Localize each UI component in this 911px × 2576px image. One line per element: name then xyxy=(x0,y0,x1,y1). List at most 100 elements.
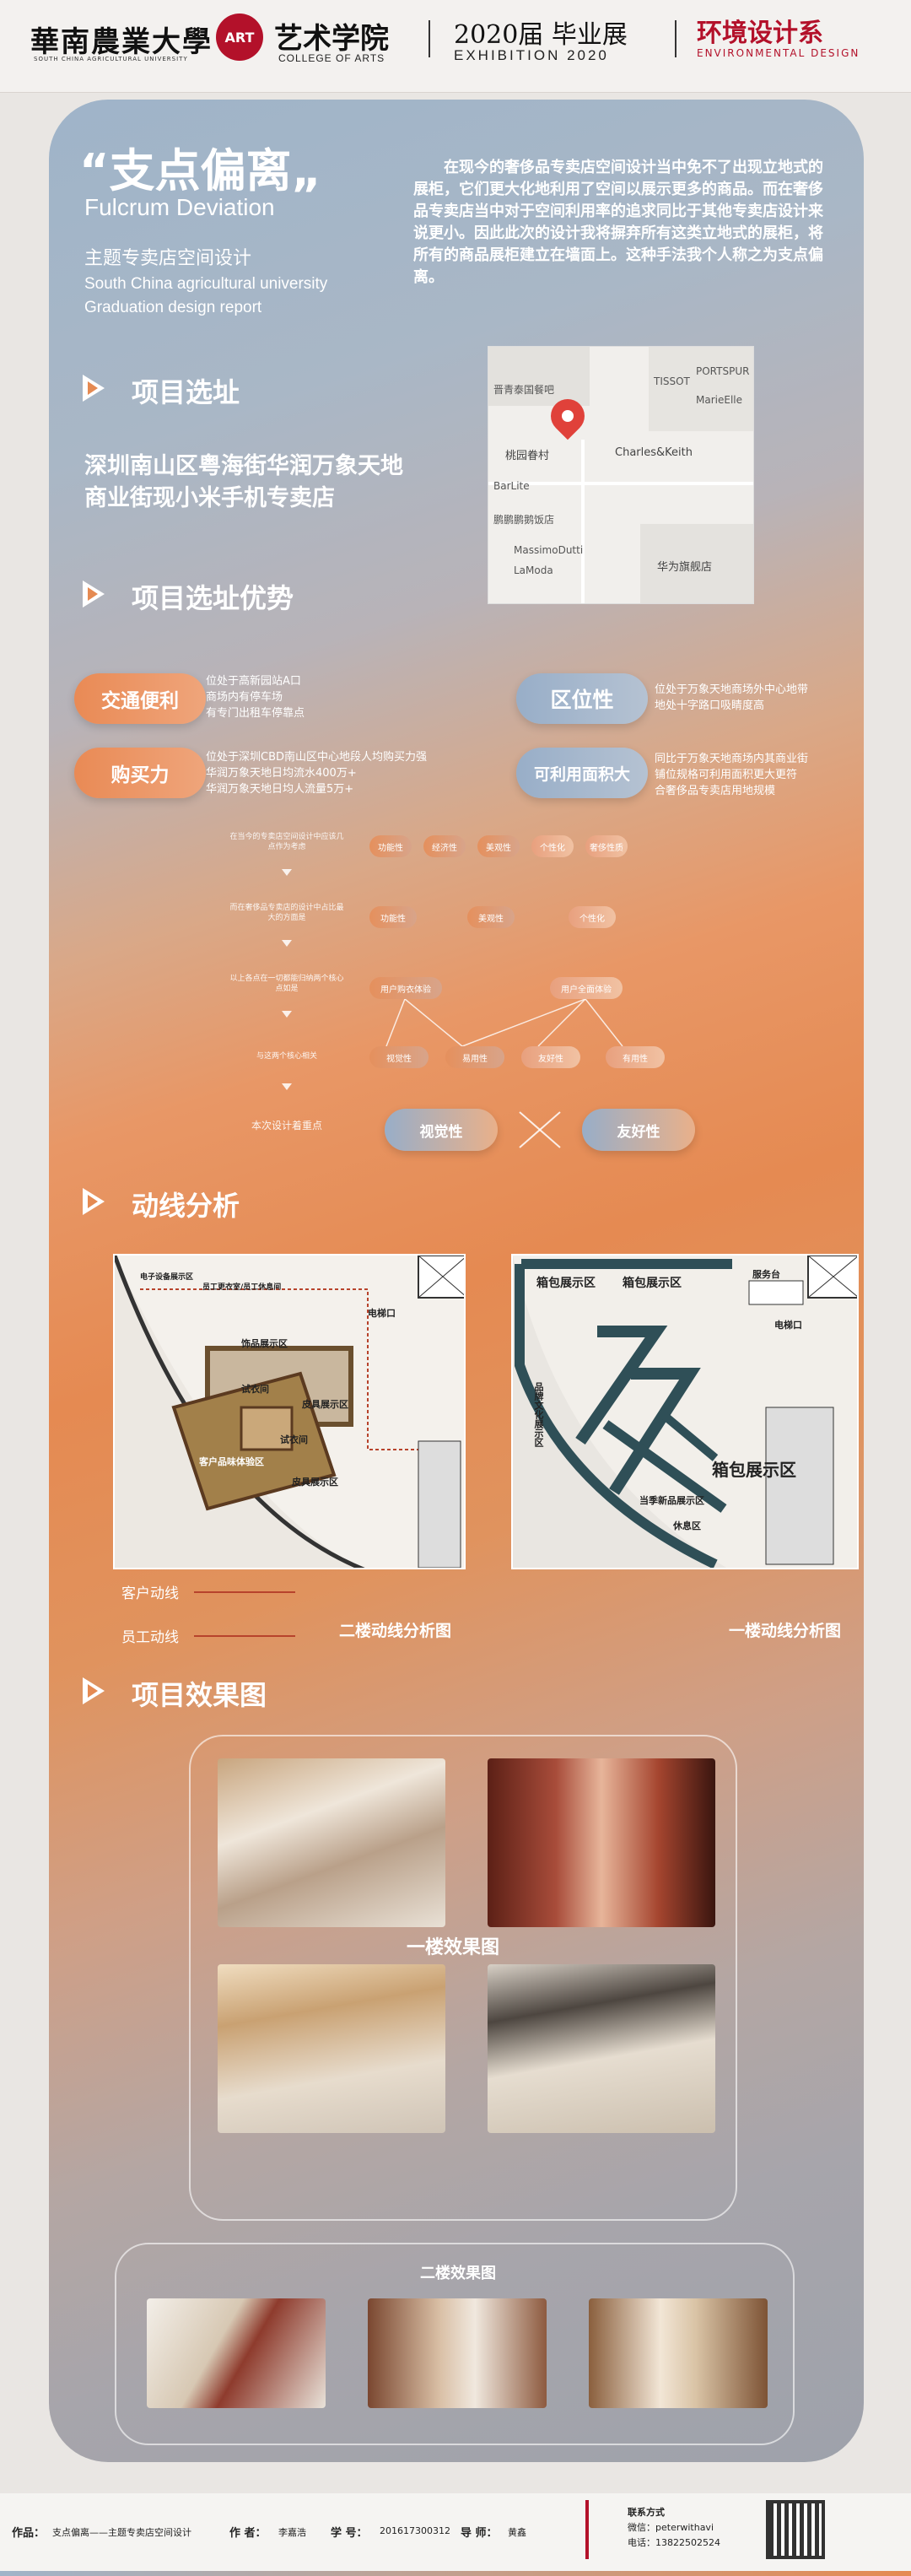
plan-label: 服务台 xyxy=(752,1269,780,1280)
flow-note-1: 在当今的专卖店空间设计中应该几点作为考虑 xyxy=(229,833,344,851)
flow-arrow-icon xyxy=(282,1011,292,1018)
divider-1 xyxy=(429,20,430,57)
plan-label: 客户品味体验区 xyxy=(199,1456,264,1467)
location-desc-2: 地处十字路口吸睛度高 xyxy=(655,699,765,712)
map-label: LaModa xyxy=(514,564,553,576)
header: 華南農業大學 SOUTH CHINA AGRICULTURAL UNIVERSI… xyxy=(0,0,911,93)
traffic-label: 交通便利 xyxy=(101,690,179,712)
advisor-value: 黄鑫 xyxy=(508,2527,526,2538)
render-photo xyxy=(488,1964,715,2133)
plan-label: 电梯口 xyxy=(774,1320,802,1331)
flow-node: 易用性 xyxy=(445,1046,504,1068)
plan-label: 饰品展示区 xyxy=(241,1338,288,1349)
map-label: PORTSPUR xyxy=(696,365,750,377)
plan-label: 皮具展示区 xyxy=(292,1477,338,1488)
traffic-desc-3: 有专门出租车停靠点 xyxy=(206,707,305,720)
art-logo-text: ART xyxy=(224,29,255,46)
department-name: 环境设计系 xyxy=(697,19,823,48)
flow-node: 功能性 xyxy=(369,835,412,857)
floor2-renders-frame xyxy=(115,2243,795,2445)
buying-desc-1: 位处于深圳CBD南山区中心地段人均购买力强 xyxy=(206,751,428,764)
floor1-plan: 箱包展示区 箱包展示区 服务台 电梯口 品牌文化展示区 箱包展示区 当季新品展示… xyxy=(511,1254,859,1569)
flow-note-final: 本次设计着重点 xyxy=(251,1120,322,1131)
footer-stripe xyxy=(0,2571,911,2576)
render-photo xyxy=(147,2298,326,2408)
floor2-plan: 电子设备展示区 员工更衣室/员工休息间 电梯口 饰品展示区 皮具展示区 试衣间 … xyxy=(113,1254,466,1569)
area-desc-1: 同比于万象天地商场内其商业街 xyxy=(655,753,809,765)
contact-phone: 电话：13822502524 xyxy=(628,2537,720,2548)
floor2-caption: 二楼动线分析图 xyxy=(339,1622,452,1640)
flow-note-4: 与这两个核心相关 xyxy=(256,1052,317,1061)
flow-node: 个性化 xyxy=(569,906,616,928)
college-name-en: COLLEGE OF ARTS xyxy=(278,52,385,64)
intro-paragraph: 在现今的奢侈品专卖店空间设计当中免不了出现立地式的展柜，它们更大化地利用了空间以… xyxy=(413,159,823,286)
exhibition-title: 2020届 毕业展 xyxy=(454,20,628,50)
traffic-desc-2: 商场内有停车场 xyxy=(206,691,283,704)
plan-label: 箱包展示区 xyxy=(536,1277,596,1290)
flow-node: 个性化 xyxy=(531,835,574,857)
flow-node: 奢侈性质 xyxy=(585,835,628,857)
area-desc-2: 铺位规格可利用面积更大更符 xyxy=(655,769,798,781)
flow-node: 友好性 xyxy=(521,1046,580,1068)
hero-subtitle-en-2: Graduation design report xyxy=(84,299,262,316)
plan-label: 品牌文化展示区 xyxy=(533,1382,544,1447)
map-label: BarLite xyxy=(493,480,530,492)
map-label: Charles&Keith xyxy=(615,446,693,459)
flow-arrow-icon xyxy=(282,869,292,876)
traffic-desc-1: 位处于高新园站A口 xyxy=(206,675,301,688)
plan-label: 员工更衣室/员工休息间 xyxy=(202,1283,282,1292)
plan-label: 休息区 xyxy=(673,1520,701,1531)
flow-connector xyxy=(385,999,623,1047)
plan-label: 当季新品展示区 xyxy=(639,1495,704,1506)
advantages-heading: 项目选址优势 xyxy=(132,582,294,614)
site-heading: 项目选址 xyxy=(132,376,240,408)
advisor-label: 导 师： xyxy=(461,2527,498,2540)
focus-pill-friendly: 友好性 xyxy=(582,1109,695,1151)
flow-node: 经济性 xyxy=(423,835,466,857)
author-label: 作 者： xyxy=(229,2527,267,2540)
area-pill: 可利用面积大 xyxy=(516,748,648,798)
legend-customer-line xyxy=(194,1591,295,1593)
qr-code-icon xyxy=(766,2500,825,2559)
map-label: 鹏鹏鹏鹅饭店 xyxy=(493,514,555,526)
site-address-1: 深圳南山区粤海街华润万象天地 xyxy=(84,453,403,479)
render-photo xyxy=(488,1758,715,1927)
department-name-en: ENVIRONMENTAL DESIGN xyxy=(697,47,860,59)
flow-node: 美观性 xyxy=(467,906,515,928)
contact-title: 联系方式 xyxy=(628,2507,665,2518)
hero-subtitle: 主题专卖店空间设计 xyxy=(84,248,252,269)
hero-subtitle-en-1: South China agricultural university xyxy=(84,275,328,293)
contact-wechat: 微信：peterwithavi xyxy=(628,2522,714,2533)
map-label: TISSOT xyxy=(654,375,690,387)
flow-note-3: 以上各点在一切都能归纳两个核心点如是 xyxy=(229,975,344,993)
floor1-caption: 一楼动线分析图 xyxy=(729,1622,842,1640)
location-pill: 区位性 xyxy=(516,673,648,724)
flow-note-2: 而在奢侈品专卖店的设计中占比最大的方面是 xyxy=(229,904,344,922)
footer: 作品： 支点偏离——主题专卖店空间设计 作 者： 李嘉浩 学 号： 201617… xyxy=(0,2493,911,2576)
floor2-renders-caption: 二楼效果图 xyxy=(420,2265,496,2282)
hero-title-en: Fulcrum Deviation xyxy=(84,194,275,220)
render-photo xyxy=(368,2298,547,2408)
hero-title: “支点偏离„ xyxy=(79,144,321,197)
plan-label: 箱包展示区 xyxy=(623,1277,682,1290)
location-desc-1: 位处于万象天地商场外中心地带 xyxy=(655,683,809,696)
section-arrow-icon xyxy=(83,581,105,608)
flow-node: 美观性 xyxy=(477,835,520,857)
focus-friendly-label: 友好性 xyxy=(617,1123,660,1141)
plan-label: 试衣间 xyxy=(241,1384,269,1395)
id-label: 学 号： xyxy=(331,2527,368,2540)
buying-label: 购买力 xyxy=(111,764,170,786)
college-name: 艺术学院 xyxy=(274,22,389,56)
plan-label: 电梯口 xyxy=(368,1308,396,1319)
buying-desc-3: 华润万象天地日均人流量5万+ xyxy=(206,783,354,796)
divider-2 xyxy=(675,20,677,57)
map-label: 桃园眷村 xyxy=(505,450,550,462)
floor1-renders-caption: 一楼效果图 xyxy=(407,1937,500,1958)
flow-node: 用户购衣体验 xyxy=(369,977,442,999)
footer-accent-bar xyxy=(585,2500,589,2559)
exhibition-title-en: EXHIBITION 2020 xyxy=(454,47,609,63)
plan-label: 电子设备展示区 xyxy=(140,1273,194,1282)
map-label: 晋青泰国餐吧 xyxy=(493,384,555,396)
flow-node: 视觉性 xyxy=(369,1046,429,1068)
id-value: 201617300312 xyxy=(380,2525,450,2536)
